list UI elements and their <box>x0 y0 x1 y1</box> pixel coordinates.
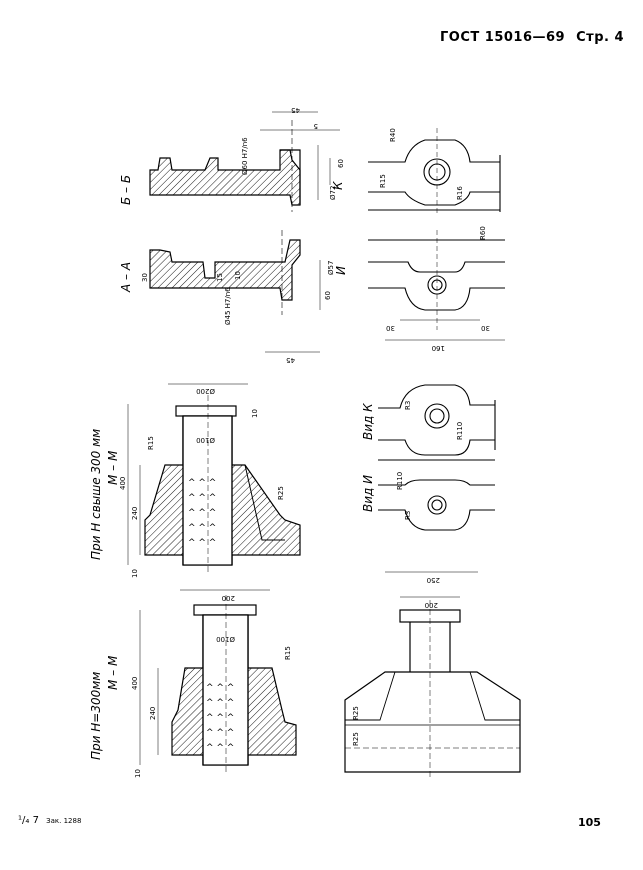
dim-mmh-400: 400 <box>119 477 127 490</box>
dim-mml-d100: Ø100 <box>216 635 235 643</box>
dim-mmh-10b: 10 <box>131 569 139 578</box>
footer-order: Зак. 1288 <box>46 817 82 825</box>
dim-vi-r3: R3 <box>404 511 412 520</box>
svg-text:^ ^ ^: ^ ^ ^ <box>206 743 234 753</box>
dim-kplan-r15: R15 <box>379 174 387 188</box>
dim-mml-200: 200 <box>222 594 235 602</box>
mm-low-section: М – М <box>106 655 120 690</box>
plan-view-i <box>368 230 505 341</box>
mm-high-caption: При Н свыше 300 мм <box>89 429 103 560</box>
dim-mml-10: 10 <box>134 769 142 778</box>
dim-bb-72: Ø72 <box>329 186 337 200</box>
mm-low-arrows: ^ ^ ^ ^ ^ ^ ^ ^ ^ ^ ^ ^ ^ ^ ^ <box>206 683 234 753</box>
view-k-title: Вид К <box>361 403 375 440</box>
svg-text:^ ^ ^: ^ ^ ^ <box>206 728 234 738</box>
svg-text:^ ^ ^: ^ ^ ^ <box>188 493 216 503</box>
dim-bb-5: 5 <box>314 122 318 130</box>
svg-text:^ ^ ^: ^ ^ ^ <box>206 713 234 723</box>
bottom-right-view <box>344 571 521 780</box>
dim-mmh-d100: Ø100 <box>196 436 215 444</box>
section-aa-drawing <box>149 230 321 353</box>
svg-text:^ ^ ^: ^ ^ ^ <box>206 698 234 708</box>
footer-fraction: ¹/₄ 7 <box>18 815 39 826</box>
dim-vk-r110: R110 <box>456 422 464 440</box>
dim-mmh-10: 10 <box>251 409 259 418</box>
plan-view-k <box>368 128 501 216</box>
dim-aa-30: 30 <box>141 273 149 282</box>
section-bb-title: Б – Б <box>119 175 133 205</box>
dim-mmh-r25: R25 <box>277 486 285 500</box>
svg-text:^ ^ ^: ^ ^ ^ <box>188 508 216 518</box>
svg-text:^ ^ ^: ^ ^ ^ <box>188 538 216 548</box>
mm-low-drawing <box>139 589 297 775</box>
mm-low-caption: При Н=300мм <box>89 672 103 760</box>
mm-high-arrows: ^ ^ ^ ^ ^ ^ ^ ^ ^ ^ ^ ^ ^ ^ ^ <box>188 478 216 548</box>
dim-br-r25a: R25 <box>352 706 360 720</box>
dim-aa-10: 10 <box>234 271 242 280</box>
page-label: Стр. 4 <box>576 30 625 45</box>
svg-text:^ ^ ^: ^ ^ ^ <box>188 478 216 488</box>
dim-mmh-d200: Ø200 <box>196 387 215 395</box>
dim-aa-15: 15 <box>216 273 224 282</box>
view-i-drawing <box>378 459 495 531</box>
page-header: ГОСТ 15016—69 Стр. 4 <box>440 30 630 45</box>
dim-mml-r15: R15 <box>284 646 292 660</box>
dim-br-r25b: R25 <box>352 732 360 746</box>
view-k-drawing <box>378 384 496 456</box>
dim-bb-45: 45 <box>291 106 300 114</box>
dim-br-200: 200 <box>425 601 438 609</box>
section-bb-drawing <box>149 111 340 212</box>
dim-kplan-r16: R16 <box>456 186 464 200</box>
dim-aa-fit: Ø45 H7/n6 <box>224 287 232 325</box>
dim-bb-60: 60 <box>337 159 345 168</box>
dim-aa-45: 45 <box>286 356 295 364</box>
view-i-title: Вид И <box>361 475 375 512</box>
dim-kplan-r40: R40 <box>389 128 397 142</box>
view-k-marker: К <box>331 181 345 190</box>
standard-number: ГОСТ 15016—69 <box>440 30 566 45</box>
mm-high-section: М – М <box>106 450 120 485</box>
dim-iplan-r60: R60 <box>479 226 487 240</box>
dim-vk-r3: R3 <box>404 401 412 410</box>
page-number: 105 <box>578 816 601 829</box>
svg-text:^ ^ ^: ^ ^ ^ <box>206 683 234 693</box>
dim-iplan-160: 160 <box>432 344 445 352</box>
section-aa-title: А – А <box>119 262 133 293</box>
mm-high-drawing <box>127 383 301 575</box>
dim-br-250: 250 <box>427 576 440 584</box>
view-i-marker: И <box>334 266 348 275</box>
footer-left: ¹/₄ 7 Зак. 1288 <box>18 815 81 826</box>
dim-mml-240: 240 <box>149 707 157 720</box>
dim-iplan-30b: 30 <box>481 324 490 332</box>
dim-mml-400: 400 <box>131 677 139 690</box>
dim-aa-57: Ø57 <box>327 261 335 275</box>
dim-iplan-30a: 30 <box>386 324 395 332</box>
svg-text:^ ^ ^: ^ ^ ^ <box>188 523 216 533</box>
dim-vi-r110: R110 <box>396 472 404 490</box>
dim-aa-60: 60 <box>324 291 332 300</box>
dim-mmh-r15: R15 <box>147 436 155 450</box>
dim-bb-fit: Ø60 H7/n6 <box>241 137 249 175</box>
dim-mmh-240: 240 <box>131 507 139 520</box>
